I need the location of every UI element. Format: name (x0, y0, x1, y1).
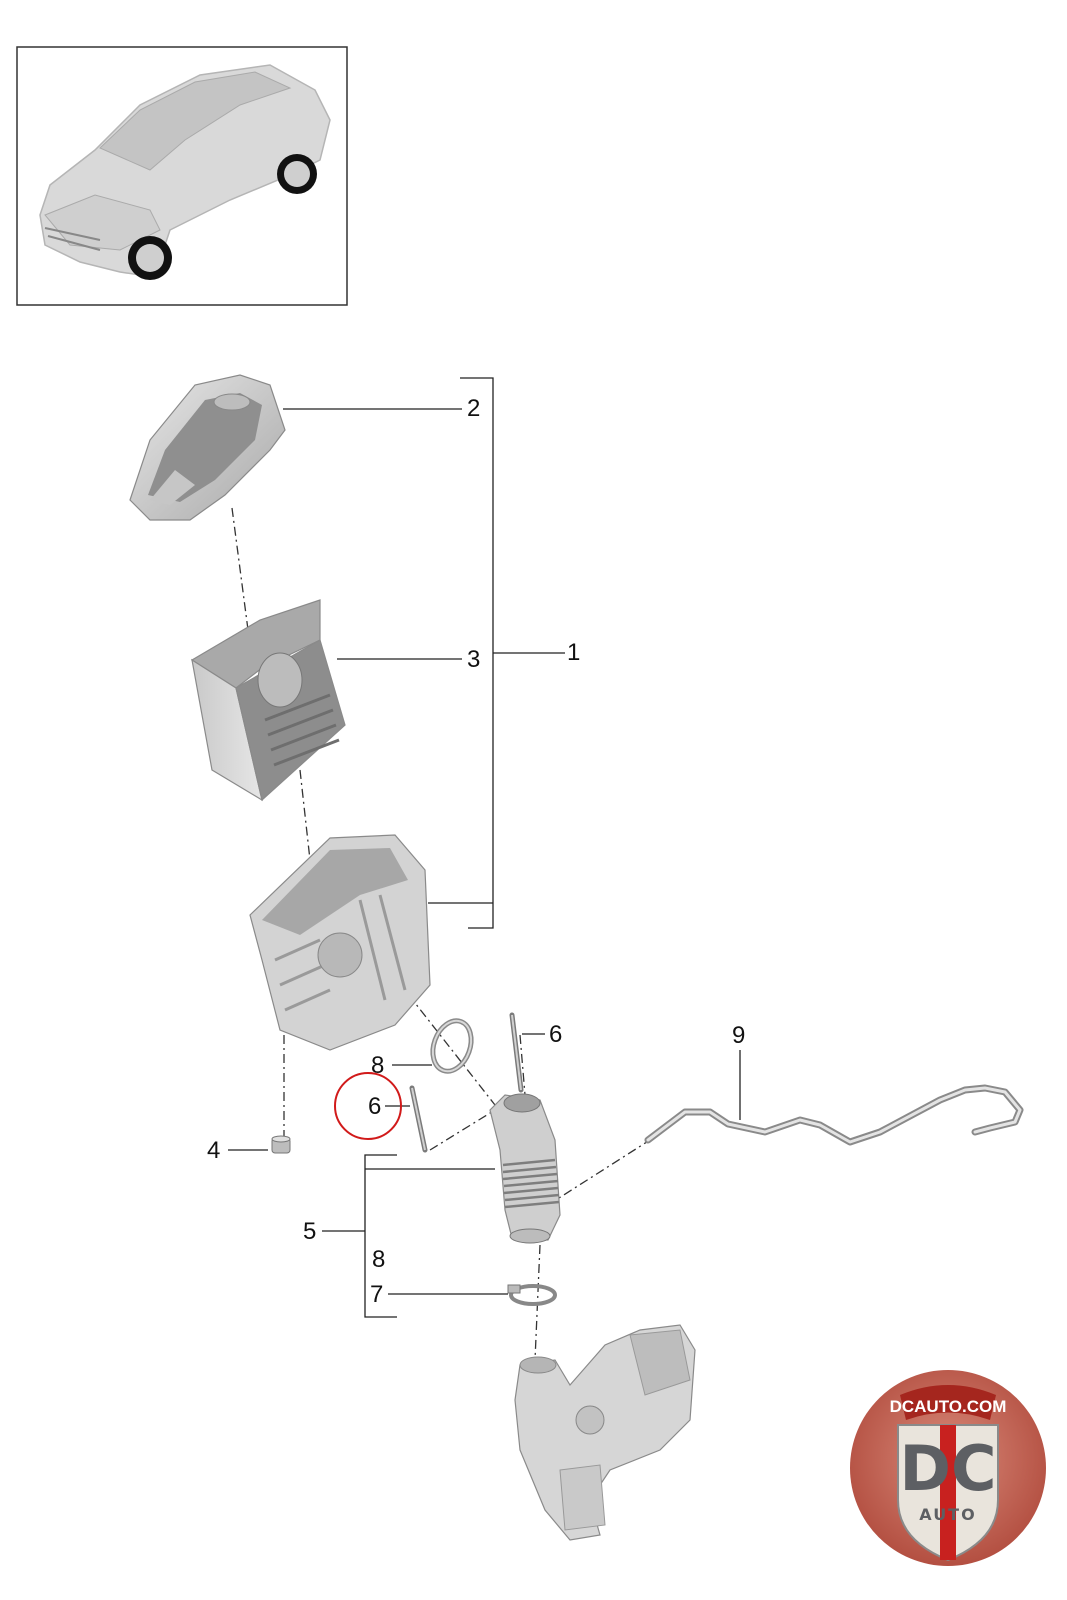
part-bolt (509, 1012, 524, 1093)
callout-7: 7 (370, 1281, 383, 1308)
leader-lines (228, 377, 741, 1318)
callout-1: 1 (567, 639, 580, 666)
part-air-filter (190, 599, 346, 802)
vehicle-thumbnail (16, 46, 348, 306)
part-o-ring (430, 1018, 474, 1074)
part-rubber-mount (271, 1135, 291, 1154)
callout-4: 4 (207, 1137, 220, 1164)
part-intake-cover (129, 374, 286, 521)
callout-8-oring: 8 (371, 1052, 384, 1079)
car-illustration (39, 64, 331, 280)
watermark-initials: DC (900, 1432, 997, 1505)
watermark-tagline: AUTO (919, 1505, 976, 1524)
part-airbox-housing (249, 834, 431, 1051)
part-hose-clamp (507, 1284, 557, 1306)
callout-9: 9 (732, 1022, 745, 1049)
watermark-badge: DCAUTO.COM DC AUTO (850, 1370, 1046, 1566)
callout-labels: 1 2 3 4 5 6 6 7 8 8 9 (207, 395, 745, 1308)
callout-6-highlighted: 6 (368, 1093, 381, 1120)
callout-5: 5 (303, 1218, 316, 1245)
callout-6: 6 (549, 1021, 562, 1048)
part-intake-pipe (489, 1093, 561, 1244)
callout-3: 3 (467, 646, 480, 673)
turbocharger-context (514, 1324, 696, 1541)
part-vent-line (644, 1084, 1024, 1146)
part-bolt-highlighted (409, 1085, 428, 1153)
callout-2: 2 (467, 395, 480, 422)
highlight-circle (334, 1072, 402, 1140)
callout-8-kit: 8 (372, 1246, 385, 1273)
watermark-site: DCAUTO.COM (890, 1397, 1007, 1416)
